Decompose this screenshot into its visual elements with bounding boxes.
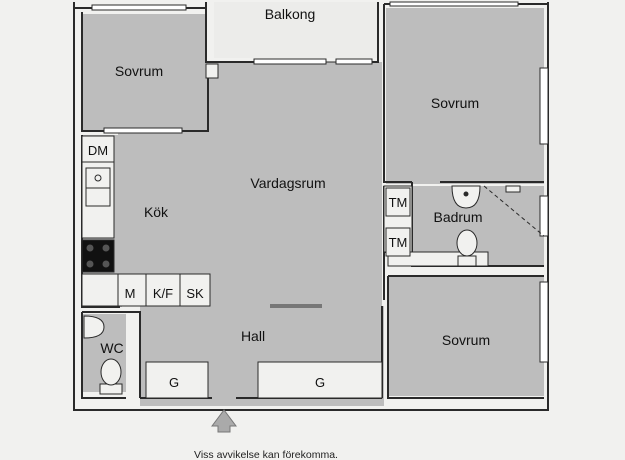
label-kok: Kök bbox=[144, 204, 169, 220]
window bbox=[91, 4, 187, 11]
toilet-icon bbox=[99, 358, 123, 395]
sink-icon bbox=[451, 185, 481, 209]
window bbox=[103, 127, 183, 134]
label-vardagsrum: Vardagsrum bbox=[250, 175, 325, 191]
label-g-left: G bbox=[169, 375, 179, 390]
label-sovrum-bottomright: Sovrum bbox=[442, 332, 490, 348]
label-sovrum-topleft: Sovrum bbox=[115, 63, 163, 79]
kf-cabinet bbox=[145, 273, 181, 307]
counter bbox=[81, 273, 119, 307]
stove-icon bbox=[81, 239, 115, 273]
m-cabinet bbox=[117, 273, 147, 307]
stove-burners bbox=[86, 244, 110, 268]
label-hall: Hall bbox=[241, 328, 265, 344]
label-kf: K/F bbox=[153, 286, 173, 301]
shower-corner-icon bbox=[483, 185, 545, 237]
storage-g-right bbox=[257, 361, 383, 399]
window bbox=[539, 195, 549, 237]
room-sovrum-bottomright bbox=[388, 276, 544, 396]
window bbox=[389, 1, 519, 7]
window bbox=[335, 58, 373, 65]
entrance-arrow-icon bbox=[211, 409, 237, 433]
room-sovrum-topright bbox=[386, 8, 544, 184]
footnote: Viss avvikelse kan förekomma. bbox=[194, 449, 338, 460]
label-tm-bottom: TM bbox=[389, 235, 408, 250]
label-sk: SK bbox=[186, 286, 204, 301]
storage-g-left bbox=[145, 361, 209, 399]
room-balkong bbox=[214, 2, 378, 58]
label-m: M bbox=[125, 286, 136, 301]
door-marker bbox=[270, 304, 322, 308]
label-wc: WC bbox=[100, 340, 123, 356]
window bbox=[253, 58, 327, 65]
room-sovrum-topleft bbox=[82, 14, 207, 131]
label-badrum: Badrum bbox=[433, 209, 482, 225]
sink-icon bbox=[83, 315, 105, 339]
label-g-right: G bbox=[315, 375, 325, 390]
label-sovrum-topright: Sovrum bbox=[431, 95, 479, 111]
window bbox=[539, 67, 549, 145]
sk-cabinet bbox=[179, 273, 211, 307]
label-dm: DM bbox=[88, 143, 108, 158]
window bbox=[539, 281, 549, 363]
toilet-icon bbox=[456, 229, 478, 267]
sink-icon bbox=[85, 167, 111, 207]
label-balkong: Balkong bbox=[265, 6, 316, 22]
tm-box-bottom bbox=[385, 227, 411, 257]
label-tm-top: TM bbox=[389, 195, 408, 210]
tm-box-top bbox=[385, 187, 411, 217]
